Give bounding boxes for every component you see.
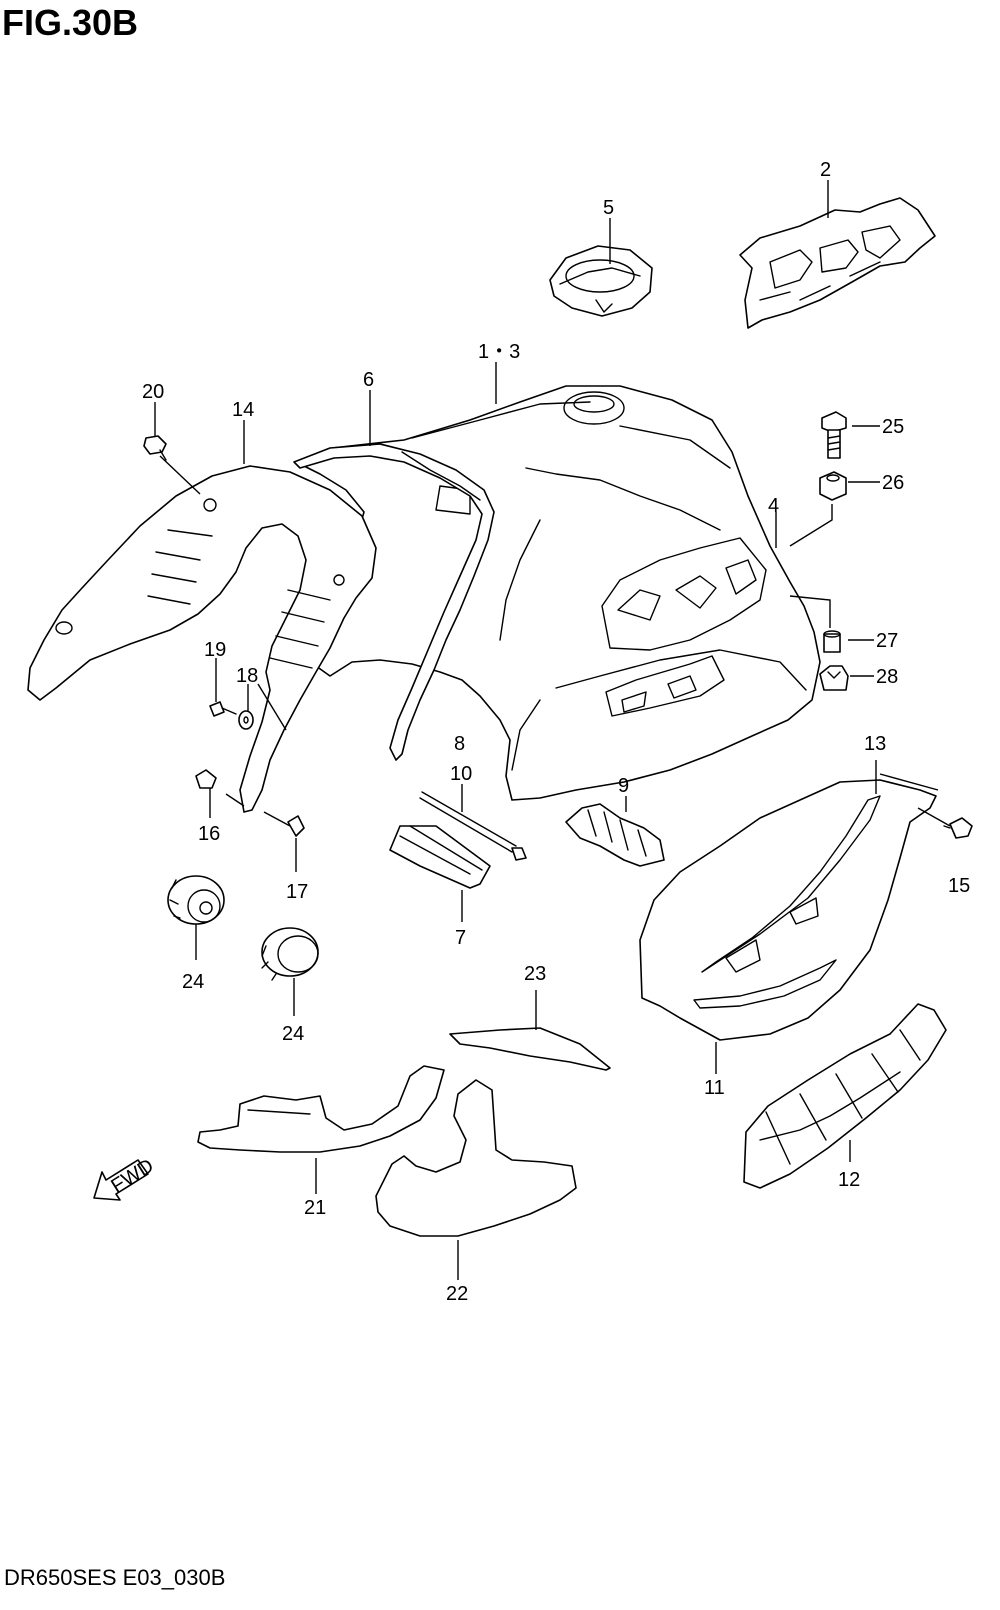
callout-19: 19 <box>204 639 226 661</box>
part-7-cushion <box>389 825 491 889</box>
callout-17: 17 <box>286 881 308 903</box>
part-23-pad <box>449 1027 611 1071</box>
callout-22: 22 <box>446 1283 468 1305</box>
part-11-side-cover <box>639 779 937 1041</box>
part-9-cushion <box>565 803 665 867</box>
part-21-heat-shield <box>197 1065 445 1153</box>
part-12-side-decal <box>743 1003 947 1189</box>
callout-7: 7 <box>455 927 466 949</box>
callout-27: 27 <box>876 630 898 652</box>
fwd-label: FWD <box>107 1155 157 1198</box>
callout-25: 25 <box>882 416 904 438</box>
callout-9: 9 <box>618 775 629 797</box>
callout-18: 18 <box>236 665 258 687</box>
part-24-cushion-b <box>261 927 319 981</box>
fwd-arrow-icon: FWD <box>93 1155 158 1201</box>
callout-5: 5 <box>603 197 614 219</box>
callout-8: 8 <box>454 733 465 755</box>
callout-4: 4 <box>768 495 779 517</box>
part-17-clip <box>287 815 305 837</box>
callout-26: 26 <box>882 472 904 494</box>
part-25-bolt <box>821 411 847 459</box>
callout-6: 6 <box>363 369 374 391</box>
callout-labels: 2 5 1・3 6 20 14 25 26 4 27 28 19 18 8 10… <box>142 159 970 1305</box>
callout-28: 28 <box>876 666 898 688</box>
callout-21: 21 <box>304 1197 326 1219</box>
part-15-screw <box>943 817 973 839</box>
part-16-screw <box>195 769 217 789</box>
figure-title: FIG.30B <box>2 2 139 43</box>
part-26-grommet <box>819 471 847 501</box>
callout-24-b: 24 <box>282 1023 304 1045</box>
callout-23: 23 <box>524 963 546 985</box>
part-24-cushion-a <box>167 875 225 925</box>
part-27-collar <box>823 630 841 653</box>
part-22-heat-shield <box>375 1079 577 1237</box>
callout-15: 15 <box>948 875 970 897</box>
callout-14: 14 <box>232 399 254 421</box>
part-6-trim-strip <box>293 443 495 761</box>
callout-11: 11 <box>704 1077 725 1099</box>
part-5-fuel-cap <box>549 245 653 317</box>
part-1-3-fuel-tank <box>299 385 821 801</box>
callout-16: 16 <box>198 823 220 845</box>
part-14-frame-cover <box>27 465 377 813</box>
part-2-tank-emblem <box>739 197 936 329</box>
part-8-10-band <box>419 791 527 861</box>
part-28-cap-nut <box>819 665 849 691</box>
callout-12: 12 <box>838 1169 860 1191</box>
callout-2: 2 <box>820 159 831 181</box>
part-20-screw <box>143 435 167 461</box>
callout-10: 10 <box>450 763 472 785</box>
callout-24-a: 24 <box>182 971 204 993</box>
callout-13: 13 <box>864 733 886 755</box>
part-19-screw <box>209 701 237 717</box>
part-18-washer <box>238 710 254 730</box>
diagram-code: DR650SES E03_030B <box>4 1565 226 1590</box>
callout-20: 20 <box>142 381 164 403</box>
callout-1-3: 1・3 <box>478 341 520 363</box>
leader-lines <box>154 180 951 1280</box>
